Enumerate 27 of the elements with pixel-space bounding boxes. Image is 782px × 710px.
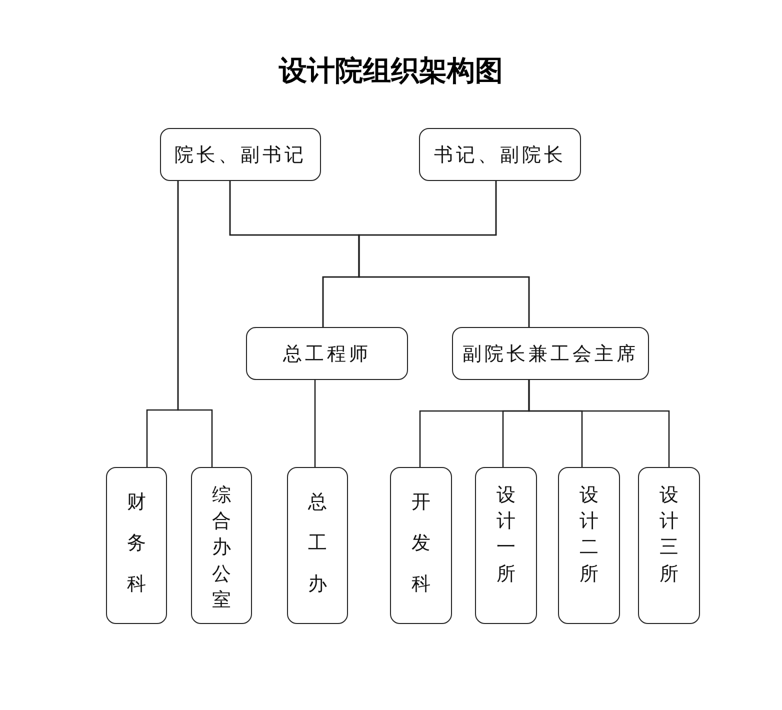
department-box — [475, 467, 537, 624]
department-label: 财务科 — [127, 490, 146, 597]
department-label: 开发科 — [412, 490, 430, 597]
department-box — [106, 467, 167, 624]
department-box — [390, 467, 452, 624]
connector-line — [177, 181, 213, 467]
department-box — [558, 467, 620, 624]
department-label: 设计二所 — [580, 483, 598, 587]
department-label: 设计三所 — [660, 483, 678, 587]
connector-line — [528, 380, 670, 467]
department-label: 总工办 — [308, 490, 327, 597]
department-label: 设计一所 — [496, 483, 516, 587]
connector-line — [358, 181, 530, 327]
connector-line — [314, 380, 316, 467]
position-label: 院长、副书记 — [174, 142, 306, 168]
position-box — [419, 128, 581, 181]
position-box — [160, 128, 321, 181]
department-box — [191, 467, 252, 624]
department-label: 综合办公室 — [212, 483, 231, 613]
department-box — [287, 467, 348, 624]
position-box — [452, 327, 649, 380]
position-label: 总工程师 — [283, 342, 371, 366]
position-label: 书记、副院长 — [434, 142, 566, 168]
position-label: 副院长兼工会主席 — [462, 342, 638, 366]
position-box — [246, 327, 408, 380]
department-box — [638, 467, 700, 624]
diagram-title: 设计院组织架构图 — [278, 53, 504, 89]
